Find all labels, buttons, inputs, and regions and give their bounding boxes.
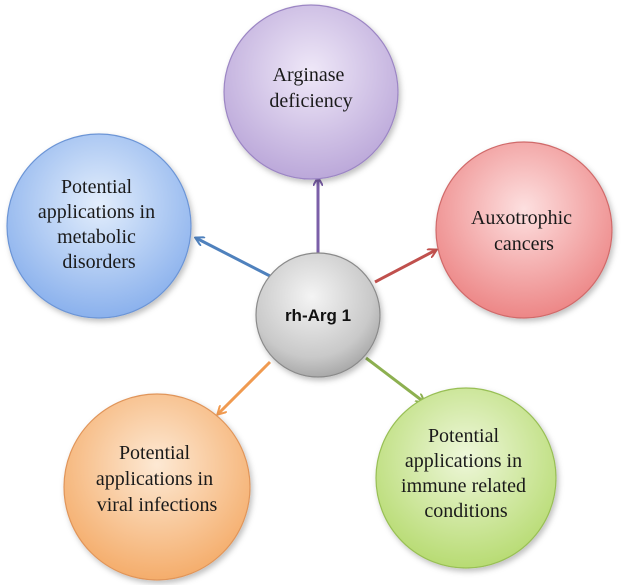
node-label-line: applications in xyxy=(96,468,213,490)
connector-arrows xyxy=(196,178,436,414)
node-label-line: disorders xyxy=(62,251,136,273)
node-circle-arginase-deficiency xyxy=(223,4,399,180)
node-label-auxotrophic-cancers: Auxotrophic cancers xyxy=(471,207,577,255)
node-label-viral-infections: Potential applications in viral infectio… xyxy=(96,442,218,516)
node-label-immune-related-conditions: Potential applications in immune related… xyxy=(401,425,531,522)
node-label-line: applications in xyxy=(405,450,522,472)
node-circle-viral-infections xyxy=(63,393,251,581)
node-label-metabolic-disorders: Potential applications in metabolic diso… xyxy=(38,176,160,273)
arrow-to-auxotrophic-cancers xyxy=(374,250,436,284)
node-label-line: cancers xyxy=(494,233,554,255)
node-label-line: deficiency xyxy=(269,90,352,112)
node-auxotrophic-cancers: Auxotrophic cancers xyxy=(435,141,613,319)
node-label-line: Potential xyxy=(428,425,500,447)
node-label-line: Auxotrophic xyxy=(471,207,572,229)
node-arginase-deficiency: Arginase deficiency xyxy=(223,4,399,180)
node-label-line: Potential xyxy=(61,176,133,198)
node-label-line: applications in xyxy=(38,201,155,223)
arrow-to-viral-infections xyxy=(218,360,272,414)
node-label-line: viral infections xyxy=(97,494,218,516)
node-circle-metabolic-disorders xyxy=(6,133,192,319)
node-label-arginase-deficiency: Arginase deficiency xyxy=(269,64,352,112)
arrow-to-metabolic-disorders xyxy=(196,238,271,278)
node-label-line: Arginase xyxy=(273,64,345,86)
node-immune-related-conditions: Potential applications in immune related… xyxy=(375,387,557,569)
center-node-circle xyxy=(255,252,381,378)
node-label-line: conditions xyxy=(424,500,508,522)
node-metabolic-disorders: Potential applications in metabolic diso… xyxy=(6,133,192,319)
node-circle-immune-related-conditions xyxy=(375,387,557,569)
node-circle-auxotrophic-cancers xyxy=(435,141,613,319)
node-viral-infections: Potential applications in viral infectio… xyxy=(63,393,251,581)
center-node-label: rh-Arg 1 xyxy=(285,306,351,325)
node-label-line: metabolic xyxy=(57,226,136,248)
node-label-line: immune related xyxy=(401,475,526,497)
arrow-to-immune-related-conditions xyxy=(365,356,424,402)
center-node: rh-Arg 1 xyxy=(255,252,381,378)
node-label-line: Potential xyxy=(119,442,191,464)
